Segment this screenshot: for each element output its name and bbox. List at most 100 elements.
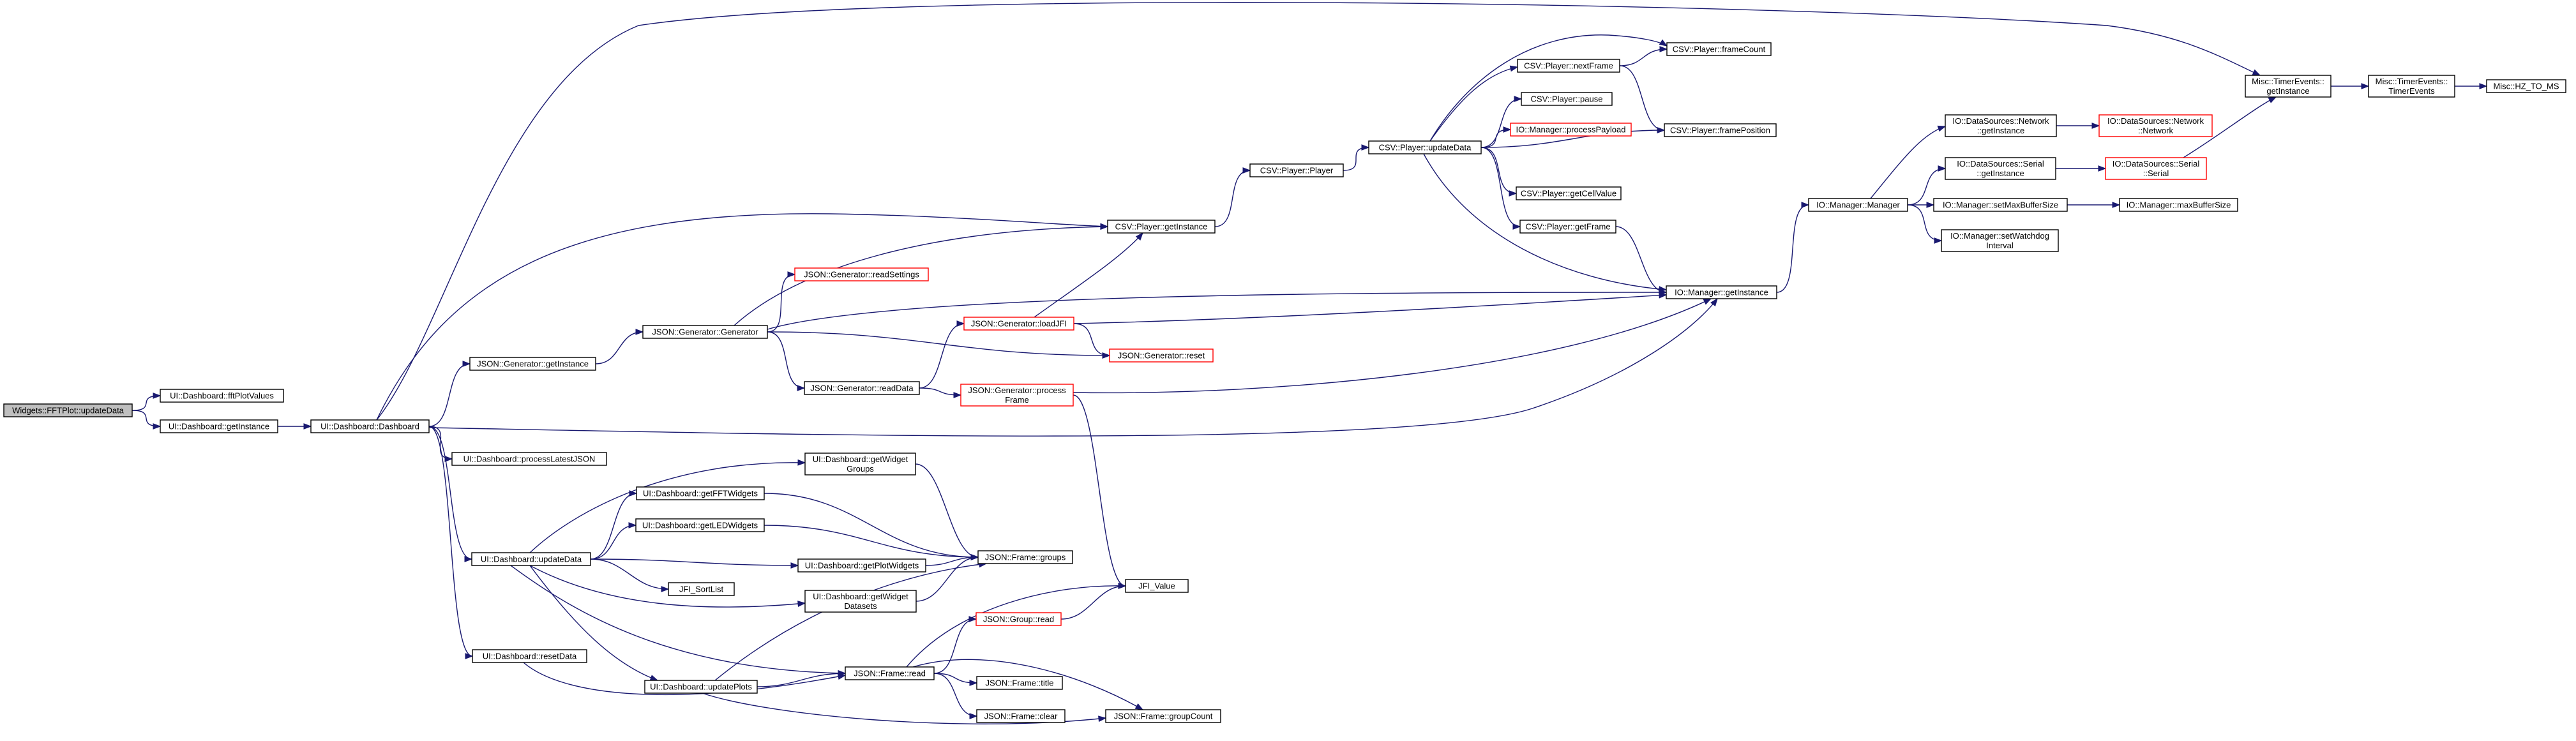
node-csv-getinst[interactable]: CSV::Player::getInstance: [1107, 220, 1216, 234]
node-label: Misc::TimerEvents::: [2376, 77, 2448, 86]
node-io-manager[interactable]: IO::Manager::Manager: [1808, 198, 1908, 212]
node-net-getinst[interactable]: IO::DataSources::Network::getInstance: [1945, 114, 2057, 137]
node-timer-getinst[interactable]: Misc::TimerEvents::getInstance: [2245, 75, 2331, 98]
node-frame-read[interactable]: JSON::Frame::read: [845, 666, 935, 680]
node-csv-cell[interactable]: CSV::Player::getCellValue: [1516, 186, 1622, 200]
node-csv-pause[interactable]: CSV::Player::pause: [1521, 92, 1613, 106]
node-label: UI::Dashboard::updatePlots: [650, 682, 752, 692]
node-gen-reset[interactable]: JSON::Generator::reset: [1109, 348, 1214, 363]
node-box: [1109, 348, 1214, 363]
node-hz-to-ms[interactable]: Misc::HZ_TO_MS: [2486, 79, 2566, 93]
node-frame-groups[interactable]: JSON::Frame::groups: [977, 550, 1073, 564]
edge-timer_getinst-to-timer_ctor: [2331, 83, 2370, 89]
node-label: UI::Dashboard::fftPlotValues: [170, 391, 274, 401]
node-io-setmax[interactable]: IO::Manager::setMaxBufferSize: [1933, 198, 2068, 212]
node-process-latest[interactable]: UI::Dashboard::processLatestJSON: [451, 452, 607, 466]
node-dash-plot[interactable]: UI::Dashboard::getPlotWidgets: [797, 558, 926, 573]
node-box: [797, 558, 926, 573]
edge-dash_ctor-to-dash_update: [428, 426, 473, 562]
node-dash-led[interactable]: UI::Dashboard::getLEDWidgets: [635, 518, 765, 532]
node-box: [977, 550, 1073, 564]
node-box: [845, 666, 935, 680]
node-label: Datasets: [844, 601, 877, 611]
edge-csv_update-to-csv_cell: [1480, 147, 1518, 197]
node-box: [1666, 42, 1772, 56]
node-label: IO::DataSources::Serial: [1957, 159, 2044, 168]
edge-dash_update-to-dash_fft: [590, 490, 638, 560]
edge-csv_update-to-io_payload: [1480, 126, 1512, 148]
node-label: getInstance: [2266, 86, 2309, 96]
node-box: [976, 676, 1063, 690]
node-group-read[interactable]: JSON::Group::read: [975, 612, 1062, 626]
node-box: [1933, 198, 2068, 212]
node-dash-ctor[interactable]: UI::Dashboard::Dashboard: [310, 419, 430, 433]
node-gen-getinst[interactable]: JSON::Generator::getInstance: [469, 357, 596, 371]
edge-dash_groups-to-frame_groups: [915, 463, 979, 560]
node-io-payload[interactable]: IO::Manager::processPayload: [1510, 123, 1632, 137]
node-label: JSON::Frame::clear: [984, 712, 1058, 721]
node-label: IO::Manager::setMaxBufferSize: [1943, 200, 2058, 210]
node-label: UI::Dashboard::processLatestJSON: [463, 454, 596, 464]
node-dash-update[interactable]: UI::Dashboard::updateData: [471, 552, 591, 566]
node-jfi-sort[interactable]: JFI_SortList: [668, 582, 735, 596]
node-label: CSV::Player::getFrame: [1525, 222, 1610, 232]
edge-csv_update-to-csv_next: [1429, 65, 1519, 142]
node-csv-player[interactable]: CSV::Player::Player: [1249, 163, 1344, 177]
edge-dash_ctor-to-dash_reset: [428, 426, 474, 659]
node-gen-loadjfi[interactable]: JSON::Generator::loadJFI: [963, 317, 1074, 331]
node-dash-fft[interactable]: UI::Dashboard::getFFTWidgets: [636, 486, 765, 500]
node-label: JSON::Generator::readData: [810, 384, 914, 393]
edge-gen_process-to-jfi_value: [1073, 394, 1127, 589]
edge-gen_readdata-to-gen_process: [919, 387, 962, 398]
node-box: [975, 612, 1062, 626]
node-label: JFI_Value: [1138, 581, 1175, 591]
node-io-getinst[interactable]: IO::Manager::getInstance: [1666, 285, 1777, 299]
node-box: [636, 486, 765, 500]
node-csv-framecount[interactable]: CSV::Player::frameCount: [1666, 42, 1772, 56]
node-label: Widgets::FFTPlot::updateData: [12, 406, 124, 415]
edge-timer_ctor-to-hz_to_ms: [2455, 83, 2488, 89]
node-gen-ctor[interactable]: JSON::Generator::Generator: [642, 325, 768, 339]
node-fft-values[interactable]: UI::Dashboard::fftPlotValues: [160, 389, 284, 403]
edge-gen_readdata-to-gen_loadjfi: [919, 320, 965, 389]
node-net-ctor[interactable]: IO::DataSources::Network::Network: [2098, 114, 2213, 137]
node-dash-plots[interactable]: UI::Dashboard::updatePlots: [644, 680, 758, 694]
node-label: IO::DataSources::Network: [1953, 116, 2049, 126]
node-label: ::Network: [2138, 126, 2173, 135]
node-serial-ctor[interactable]: IO::DataSources::Serial::Serial: [2105, 157, 2207, 180]
node-label: CSV::Player::pause: [1531, 94, 1603, 104]
node-box: [160, 419, 278, 433]
node-label: Interval: [1986, 241, 2014, 250]
node-box: [1125, 579, 1189, 593]
node-box: [160, 389, 284, 403]
edge-net_getinst-to-net_ctor: [2056, 123, 2100, 129]
node-dash-getinst[interactable]: UI::Dashboard::getInstance: [160, 419, 278, 433]
node-dash-reset[interactable]: UI::Dashboard::resetData: [472, 649, 587, 663]
node-csv-getframe[interactable]: CSV::Player::getFrame: [1519, 220, 1616, 234]
node-fft-update[interactable]: Widgets::FFTPlot::updateData: [3, 403, 133, 417]
node-frame-clear[interactable]: JSON::Frame::clear: [976, 709, 1066, 723]
node-label: IO::Manager::setWatchdog: [1950, 231, 2049, 241]
node-jfi-value[interactable]: JFI_Value: [1125, 579, 1189, 593]
node-box: [471, 552, 591, 566]
node-timer-ctor[interactable]: Misc::TimerEvents::TimerEvents: [2368, 75, 2455, 98]
edge-gen_getinst-to-gen_ctor: [595, 329, 644, 364]
node-label: JSON::Frame::groupCount: [1114, 712, 1213, 721]
node-box: [1521, 92, 1613, 106]
node-box: [963, 317, 1074, 331]
node-gen-readsettings[interactable]: JSON::Generator::readSettings: [794, 267, 929, 281]
node-io-maxbuf[interactable]: IO::Manager::maxBufferSize: [2119, 198, 2238, 212]
node-csv-framepos[interactable]: CSV::Player::framePosition: [1664, 123, 1777, 137]
node-box: [1105, 709, 1221, 723]
node-serial-getinst[interactable]: IO::DataSources::Serial::getInstance: [1945, 157, 2056, 180]
node-frame-title[interactable]: JSON::Frame::title: [976, 676, 1063, 690]
node-frame-groupcount[interactable]: JSON::Frame::groupCount: [1105, 709, 1221, 723]
node-csv-update[interactable]: CSV::Player::updateData: [1368, 140, 1482, 154]
node-gen-readdata[interactable]: JSON::Generator::readData: [804, 381, 920, 395]
node-label: UI::Dashboard::getLEDWidgets: [642, 521, 758, 530]
node-csv-next[interactable]: CSV::Player::nextFrame: [1517, 59, 1620, 73]
